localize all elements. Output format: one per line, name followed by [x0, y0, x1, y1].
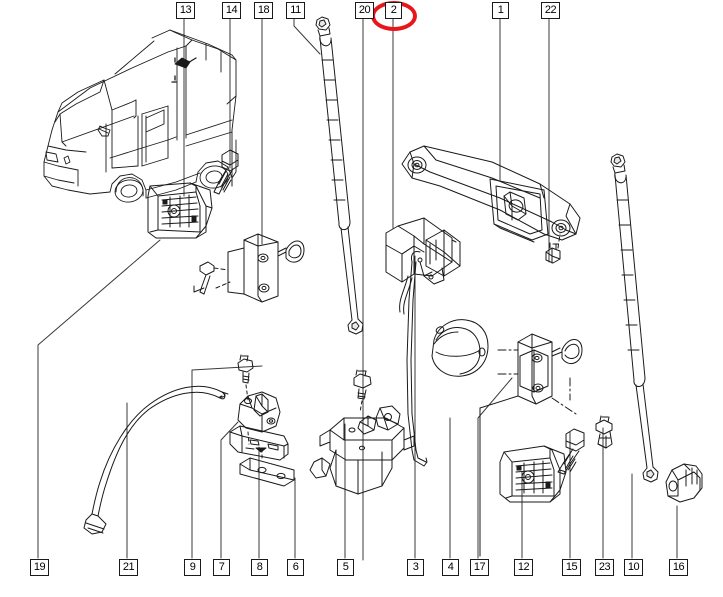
part-9-hinge-screw — [237, 354, 254, 401]
part-15-striker-bolt — [557, 428, 585, 475]
part-2-lock-actuator — [385, 217, 461, 315]
callout-3[interactable]: 3 — [407, 559, 424, 576]
callout-9[interactable]: 9 — [184, 559, 201, 576]
callout-18[interactable]: 18 — [254, 2, 273, 19]
callout-23[interactable]: 23 — [595, 559, 614, 576]
part-5-lock-screw — [353, 369, 372, 413]
van-illustration — [43, 29, 237, 203]
callout-12[interactable]: 12 — [514, 559, 533, 576]
part-1-door-handle — [401, 145, 581, 243]
callout-15[interactable]: 15 — [562, 559, 581, 576]
part-21-washer-hose — [83, 385, 229, 535]
callout-13[interactable]: 13 — [176, 2, 195, 19]
part-18-striker-plate — [193, 233, 305, 303]
callout-14[interactable]: 14 — [222, 2, 241, 19]
callout-22[interactable]: 22 — [541, 2, 560, 19]
part-11-gas-strut-left — [315, 16, 364, 335]
callout-6[interactable]: 6 — [287, 559, 304, 576]
leader-lines — [37, 18, 678, 561]
part-10-gas-strut-right — [610, 153, 659, 483]
part-23-flanged-screw — [595, 415, 613, 449]
callout-11[interactable]: 11 — [286, 2, 305, 19]
part-6-shim-plate — [239, 447, 295, 487]
callout-1[interactable]: 1 — [492, 2, 509, 19]
callout-10[interactable]: 10 — [624, 559, 643, 576]
callout-5[interactable]: 5 — [337, 559, 354, 576]
callout-17[interactable]: 17 — [470, 559, 489, 576]
part-7-lower-hinge-bracket — [237, 391, 281, 445]
part-12-check-strap — [499, 445, 567, 503]
part-3-operating-rod — [406, 251, 428, 467]
part-17-striker-bracket — [479, 333, 583, 557]
part-13-check-bracket — [147, 182, 213, 239]
callout-4[interactable]: 4 — [442, 559, 459, 576]
callout-16[interactable]: 16 — [669, 559, 688, 576]
part-8-hinge-base-plate — [229, 425, 289, 461]
callout-7[interactable]: 7 — [213, 559, 230, 576]
callout-19[interactable]: 19 — [30, 559, 49, 576]
callout-21[interactable]: 21 — [119, 559, 138, 576]
part-5-lock-latch-assembly — [309, 405, 415, 495]
part-4-lock-cover-cap — [431, 319, 489, 377]
callout-20[interactable]: 20 — [355, 2, 374, 19]
callout-8[interactable]: 8 — [251, 559, 268, 576]
part-22-handle-nut — [545, 233, 561, 264]
part-16-rubber-buffer — [665, 463, 703, 503]
callout-2[interactable]: 2 — [385, 2, 402, 19]
part-14-hinge-bolt — [213, 149, 239, 195]
